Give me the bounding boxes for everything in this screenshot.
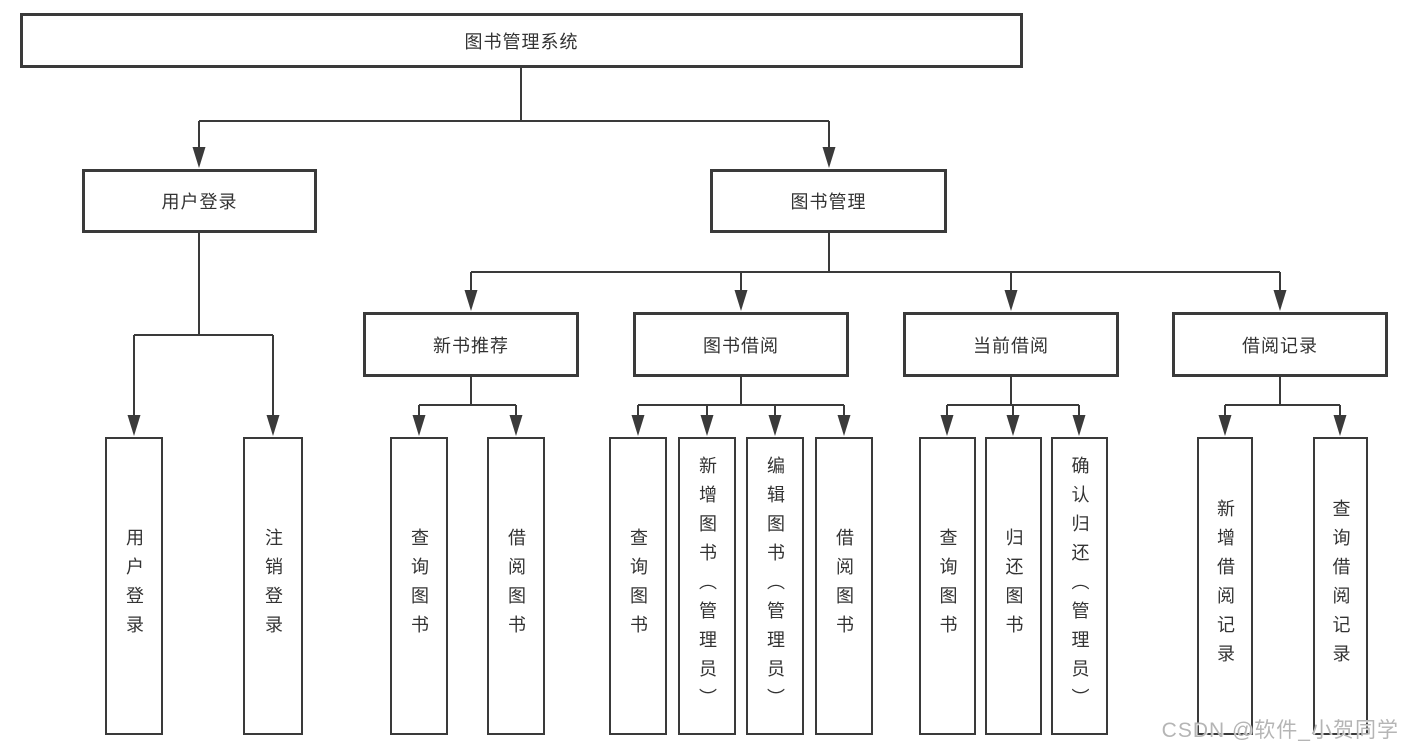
node-user-login-label: 用户登录 xyxy=(161,192,238,212)
leaf-borrow-borrow-books-label: 借阅图书 xyxy=(834,528,854,644)
leaf-borrow-edit-books-admin-label: 编辑图书（管理员） xyxy=(765,455,785,717)
leaf-record-add-borrow-record: 新增借阅记录 xyxy=(1197,437,1253,735)
node-new-book-rec: 新书推荐 xyxy=(363,312,579,377)
leaf-logout: 注销登录 xyxy=(243,437,303,735)
connector-user-login-to-leaves xyxy=(127,233,280,436)
leaf-borrow-edit-books-admin: 编辑图书（管理员） xyxy=(746,437,804,735)
connector-book-mgmt-to-level3 xyxy=(464,232,1287,311)
leaf-logout-label: 注销登录 xyxy=(263,528,283,644)
node-user-login: 用户登录 xyxy=(82,169,317,233)
leaf-borrow-query-books-label: 查询图书 xyxy=(628,528,648,644)
leaf-record-query-borrow-record-label: 查询借阅记录 xyxy=(1330,499,1351,673)
node-new-book-rec-label: 新书推荐 xyxy=(433,335,509,356)
leaf-current-return-books-label: 归还图书 xyxy=(1003,528,1024,644)
leaf-user-login-label: 用户登录 xyxy=(124,528,144,644)
node-borrow-record: 借阅记录 xyxy=(1172,312,1388,377)
leaf-current-query-books: 查询图书 xyxy=(919,437,976,735)
node-book-mgmt-label: 图书管理 xyxy=(790,192,867,212)
connector-root-to-level2 xyxy=(192,67,836,168)
connector-new-rec-to-leaves xyxy=(412,377,523,436)
leaf-borrow-add-books-admin-label: 新增图书（管理员） xyxy=(697,455,717,717)
node-current-borrow-label: 当前借阅 xyxy=(973,335,1049,356)
csdn-watermark: CSDN @软件_小贺同学 xyxy=(1161,719,1399,742)
node-root-system: 图书管理系统 xyxy=(20,13,1023,68)
connector-current-borrow-to-leaves xyxy=(940,377,1086,436)
node-current-borrow: 当前借阅 xyxy=(903,312,1119,377)
node-book-borrow-label: 图书借阅 xyxy=(703,335,779,356)
leaf-newrec-query-books: 查询图书 xyxy=(390,437,448,735)
leaf-current-confirm-return-admin: 确认归还（管理员） xyxy=(1051,437,1108,735)
leaf-current-confirm-return-admin-label: 确认归还（管理员） xyxy=(1069,455,1090,717)
node-book-borrow: 图书借阅 xyxy=(633,312,849,377)
leaf-borrow-add-books-admin: 新增图书（管理员） xyxy=(678,437,736,735)
connector-borrow-record-to-leaves xyxy=(1218,377,1347,436)
leaf-record-query-borrow-record: 查询借阅记录 xyxy=(1313,437,1368,735)
connector-book-borrow-to-leaves xyxy=(631,377,851,436)
node-root-label: 图书管理系统 xyxy=(464,31,579,52)
leaf-record-add-borrow-record-label: 新增借阅记录 xyxy=(1215,499,1235,673)
leaf-newrec-query-books-label: 查询图书 xyxy=(409,528,429,644)
leaf-newrec-borrow-books-label: 借阅图书 xyxy=(506,528,526,644)
leaf-current-return-books: 归还图书 xyxy=(985,437,1042,735)
leaf-newrec-borrow-books: 借阅图书 xyxy=(487,437,545,735)
leaf-borrow-borrow-books: 借阅图书 xyxy=(815,437,873,735)
node-borrow-record-label: 借阅记录 xyxy=(1242,335,1318,356)
node-book-mgmt: 图书管理 xyxy=(710,169,947,233)
leaf-borrow-query-books: 查询图书 xyxy=(609,437,667,735)
leaf-current-query-books-label: 查询图书 xyxy=(937,528,958,644)
leaf-user-login: 用户登录 xyxy=(105,437,163,735)
